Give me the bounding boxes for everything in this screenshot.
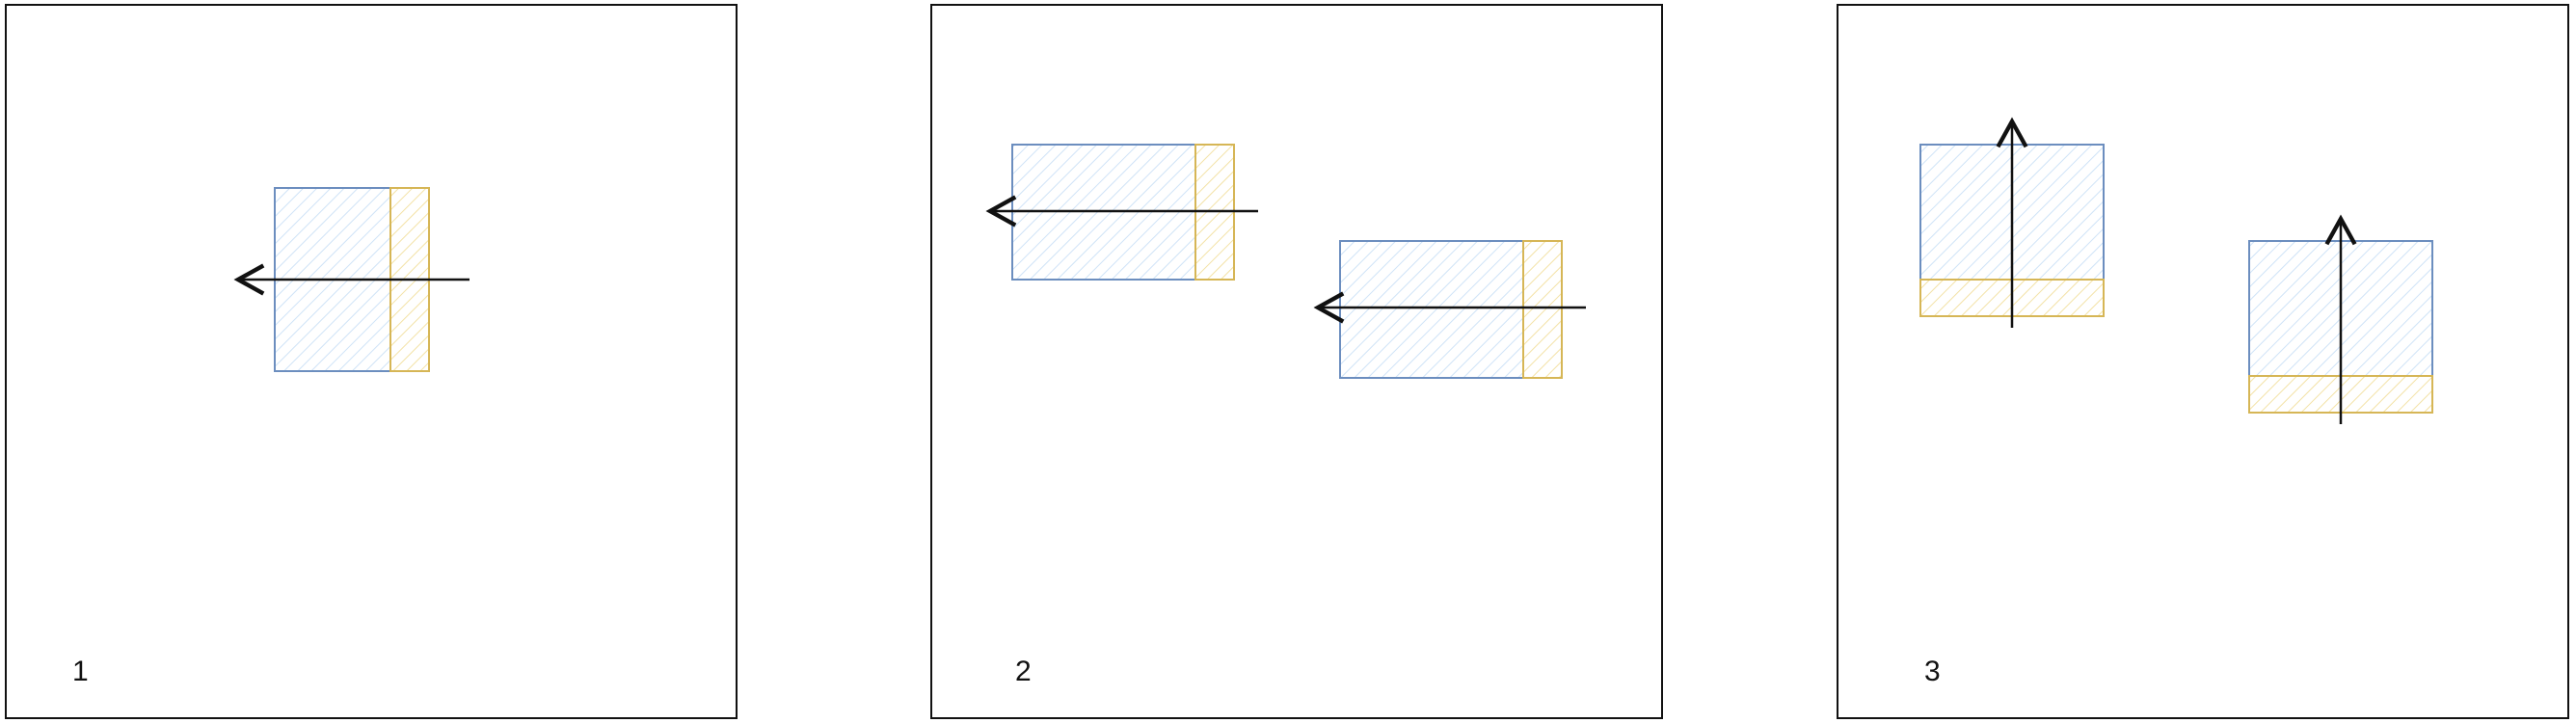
panel-2-frame (930, 4, 1663, 719)
panel-3-frame (1837, 4, 2569, 719)
yellow-strip (1522, 240, 1563, 379)
panel-1-frame (5, 4, 738, 719)
panel-2-label: 2 (1015, 656, 1032, 687)
blue-rectangle (1339, 240, 1524, 379)
panel-3-label: 3 (1924, 656, 1941, 687)
panel-2: 2 (930, 4, 1663, 719)
panel-2-block-lower (1339, 240, 1563, 379)
panel-1-label: 1 (72, 656, 89, 687)
panel-3: 3 (1837, 4, 2569, 719)
panel-1: 1 (5, 4, 738, 719)
